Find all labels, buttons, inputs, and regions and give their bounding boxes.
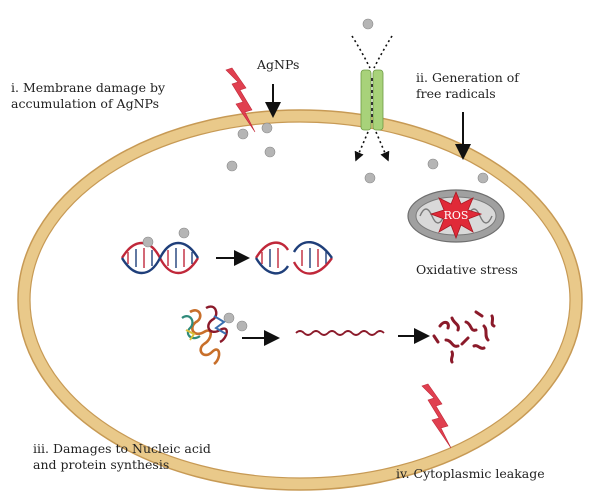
free-radicals-label-line1: ii. Generation of <box>416 70 519 85</box>
cytoplasmic-leakage-label: iv. Cytoplasmic leakage <box>396 466 545 481</box>
nanoparticles-entry <box>226 122 276 172</box>
nucleic-damage-label-line2: and protein synthesis <box>33 457 170 472</box>
nanoparticle <box>261 122 273 134</box>
nanoparticle <box>226 160 238 172</box>
oxidative-stress-label: Oxidative stress <box>416 262 518 277</box>
nanoparticle <box>364 172 376 184</box>
membrane-damage-label-line2: accumulation of AgNPs <box>11 96 160 111</box>
nanoparticles-dna <box>142 227 190 248</box>
nanoparticle <box>264 146 276 158</box>
nanoparticle <box>142 236 154 248</box>
lightning-icon <box>225 67 256 133</box>
nanoparticle <box>223 312 235 324</box>
membrane-channel-icon <box>351 35 393 162</box>
damaged-dna-helix-icon <box>254 241 333 275</box>
cytoplasm <box>29 121 571 479</box>
unfolded-protein-chain-icon <box>295 330 385 336</box>
membrane-damage-label-line1: i. Membrane damage by <box>11 80 166 95</box>
ros-label: ROS <box>444 209 469 222</box>
free-radicals-label-line2: free radicals <box>416 86 496 101</box>
nanoparticle <box>237 128 249 140</box>
fragmented-protein-icon <box>432 310 496 364</box>
star-burst-icon: ROS <box>429 190 483 240</box>
nanoparticle <box>178 227 190 239</box>
protein-structure-icon <box>181 305 228 366</box>
nanoparticle <box>427 158 439 170</box>
nanoparticle <box>362 18 374 30</box>
nanoparticle <box>236 320 248 332</box>
nanoparticles-channel <box>362 18 376 184</box>
nucleic-damage-label-line1: iii. Damages to Nucleic acid <box>33 441 211 456</box>
nanoparticles-radicals <box>427 158 489 184</box>
dna-helix-icon <box>120 241 200 275</box>
cell <box>17 109 583 491</box>
nanoparticles-protein <box>223 312 248 332</box>
nanoparticle <box>477 172 489 184</box>
lightning-icon <box>421 383 452 449</box>
agnps-label: AgNPs <box>257 57 300 72</box>
